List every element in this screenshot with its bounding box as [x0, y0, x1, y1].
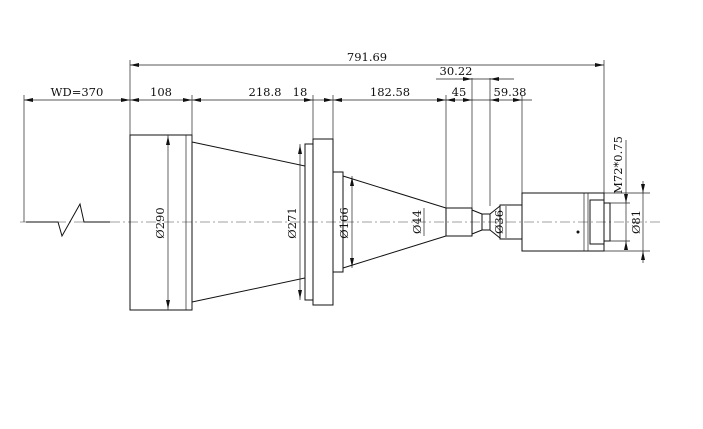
dim-166: Ø166 [337, 207, 351, 238]
dim-108: 108 [150, 85, 172, 99]
arrow-218-l [192, 98, 201, 102]
break-symbol [26, 202, 110, 238]
arrow-166-b [350, 258, 354, 267]
arrow-182-r [437, 98, 446, 102]
arrow-290-b [166, 300, 170, 309]
dim-45: 45 [452, 85, 467, 99]
neck [445, 207, 473, 237]
arrow-108-r [183, 98, 192, 102]
dim-290: Ø290 [153, 207, 167, 238]
waist [481, 213, 491, 231]
arrow-overall-l [130, 63, 139, 67]
arrow-290-t [166, 136, 170, 145]
dim-59: 59.38 [494, 85, 527, 99]
dim-81: Ø81 [629, 210, 643, 234]
arrow-108-l [130, 98, 139, 102]
dim-36: Ø36 [492, 210, 506, 234]
dim-wd: WD=370 [51, 85, 104, 99]
arrow-thread-b [624, 241, 628, 250]
rear-lip [603, 202, 611, 242]
dim-44: Ø44 [410, 210, 424, 234]
arrow-thread-t [624, 194, 628, 203]
arrow-81-t [641, 184, 645, 193]
mid-ring [332, 171, 344, 273]
arrow-overall-r [595, 63, 604, 67]
arrow-wd-l [24, 98, 33, 102]
arrow-59-r [513, 98, 522, 102]
arrow-30-l [463, 77, 472, 81]
arrow-271-b [298, 290, 302, 299]
arrow-59-l [490, 98, 499, 102]
arrow-182-l [333, 98, 342, 102]
arrow-18-r [324, 98, 333, 102]
arrow-166-t [350, 177, 354, 186]
arrow-30-r [490, 77, 499, 81]
arrow-45-l [446, 98, 455, 102]
arrow-wd-r [121, 98, 130, 102]
arrow-218-r [304, 98, 313, 102]
dim-182: 182.58 [370, 85, 410, 99]
arrow-45-r [463, 98, 472, 102]
dim-271: Ø271 [285, 207, 299, 238]
arrow-271-t [298, 145, 302, 154]
front-barrel [129, 134, 193, 311]
dim-218: 218.8 [249, 85, 282, 99]
screw-dot [576, 230, 580, 234]
dim-18: 18 [293, 85, 308, 99]
arrow-81-b [641, 251, 645, 260]
dim-thread: M72*0.75 [611, 136, 625, 194]
dim-30: 30.22 [440, 64, 473, 78]
dim-overall: 791.69 [347, 50, 387, 64]
